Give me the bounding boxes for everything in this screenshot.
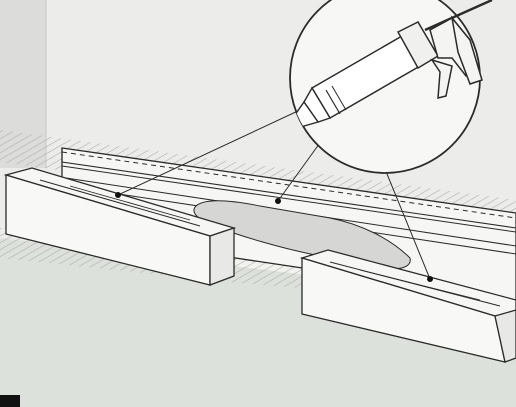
right-profile-block: [299, 249, 516, 363]
callout-dot-icon: [427, 276, 433, 282]
left-profile-block: [3, 167, 237, 286]
callout-dot-icon: [275, 198, 281, 204]
caulking-gun-icon: [290, 17, 477, 134]
callout-dot-icon: [115, 192, 121, 198]
corner-mark: [0, 395, 20, 407]
gun-handle-grip: [450, 15, 483, 85]
floor: [0, 238, 516, 407]
caulking-gun-rod: [424, 0, 493, 32]
